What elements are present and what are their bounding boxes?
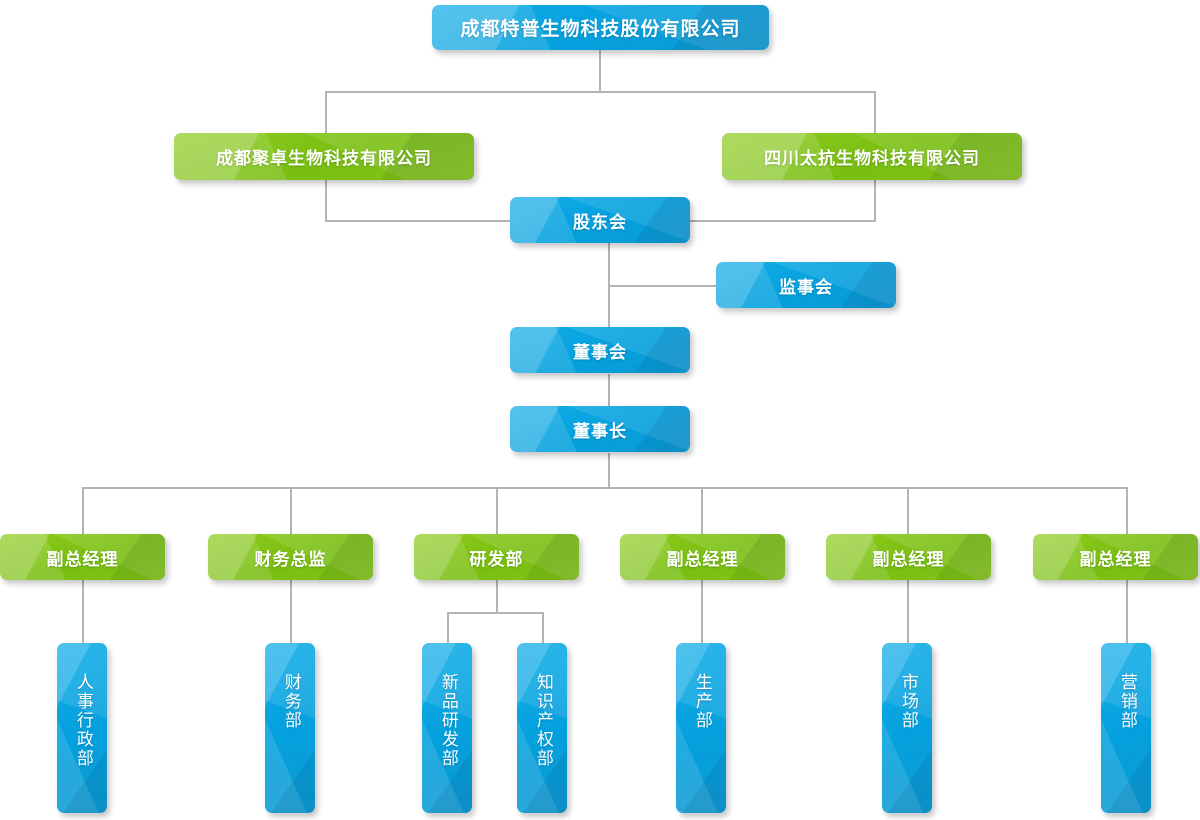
node-label: 知识产权部 (532, 673, 553, 768)
node-label: 新品研发部 (437, 673, 458, 768)
node-marketing-department[interactable]: 市场部 (882, 643, 932, 813)
node-vice-general-manager-1[interactable]: 副总经理 (0, 534, 165, 580)
node-intellectual-property-department[interactable]: 知识产权部 (517, 643, 567, 813)
node-label: 人事行政部 (72, 673, 93, 768)
node-subsidiary-right[interactable]: 四川太抗生物科技有限公司 (722, 133, 1022, 180)
node-finance-director[interactable]: 财务总监 (208, 534, 373, 580)
connector-rnd-down (496, 580, 498, 613)
connector-drop-rnd (496, 487, 498, 534)
node-company-root[interactable]: 成都特普生物科技股份有限公司 (432, 5, 769, 50)
connector-chairman-down (608, 453, 610, 488)
node-vice-general-manager-2[interactable]: 副总经理 (620, 534, 785, 580)
connector-rnd-bus (447, 612, 544, 614)
node-label: 财务总监 (254, 549, 327, 570)
node-subsidiary-left[interactable]: 成都聚卓生物科技有限公司 (174, 133, 474, 180)
node-label: 监事会 (779, 277, 833, 298)
node-board-of-directors[interactable]: 董事会 (510, 327, 690, 373)
node-label: 董事长 (573, 421, 627, 442)
node-vice-general-manager-4[interactable]: 副总经理 (1033, 534, 1198, 580)
node-label: 副总经理 (872, 549, 945, 570)
connector-drop-vgm1 (82, 487, 84, 534)
node-label: 研发部 (469, 549, 524, 570)
connector-drop-ip (542, 612, 544, 644)
node-label: 财务部 (280, 673, 301, 730)
node-label: 董事会 (573, 342, 627, 363)
node-label: 副总经理 (46, 549, 119, 570)
node-vice-general-manager-3[interactable]: 副总经理 (826, 534, 991, 580)
node-label: 股东会 (573, 212, 627, 233)
node-label: 成都特普生物科技股份有限公司 (460, 18, 741, 40)
node-shareholders-meeting[interactable]: 股东会 (510, 197, 690, 243)
connector-vgm3-marketing (907, 580, 909, 644)
connector-drop-newproduct (447, 612, 449, 644)
node-rnd-department[interactable]: 研发部 (414, 534, 579, 580)
node-label: 生产部 (691, 673, 712, 730)
connector-drop-vgm3 (907, 487, 909, 534)
node-board-of-supervisors[interactable]: 监事会 (716, 262, 896, 308)
node-chairman[interactable]: 董事长 (510, 406, 690, 452)
node-label: 市场部 (897, 673, 918, 730)
connector-right-to-shareholders (688, 220, 876, 222)
node-new-product-rnd-department[interactable]: 新品研发部 (422, 643, 472, 813)
node-hr-admin-department[interactable]: 人事行政部 (57, 643, 107, 813)
connector-board-chairman (608, 374, 610, 406)
connector-drop-vgm4 (1126, 487, 1128, 534)
connector-vgm4-sales (1126, 580, 1128, 644)
node-label: 副总经理 (666, 549, 739, 570)
connector-subsidiary-bus (325, 91, 876, 93)
connector-vgm2-production (701, 580, 703, 644)
node-label: 成都聚卓生物科技有限公司 (216, 149, 432, 169)
node-production-department[interactable]: 生产部 (676, 643, 726, 813)
node-label: 副总经理 (1079, 549, 1152, 570)
connector-to-supervisors (608, 285, 720, 287)
node-label: 四川太抗生物科技有限公司 (764, 149, 980, 169)
connector-vgm1-hr (82, 580, 84, 644)
connector-cfo-finance (290, 580, 292, 644)
node-label: 营销部 (1116, 673, 1137, 730)
connector-drop-cfo (290, 487, 292, 534)
connector-root-down (599, 50, 601, 92)
connector-drop-vgm2 (701, 487, 703, 534)
connector-executive-bus (82, 487, 1128, 489)
connector-left-to-shareholders (325, 220, 515, 222)
node-sales-department[interactable]: 营销部 (1101, 643, 1151, 813)
node-finance-department[interactable]: 财务部 (265, 643, 315, 813)
